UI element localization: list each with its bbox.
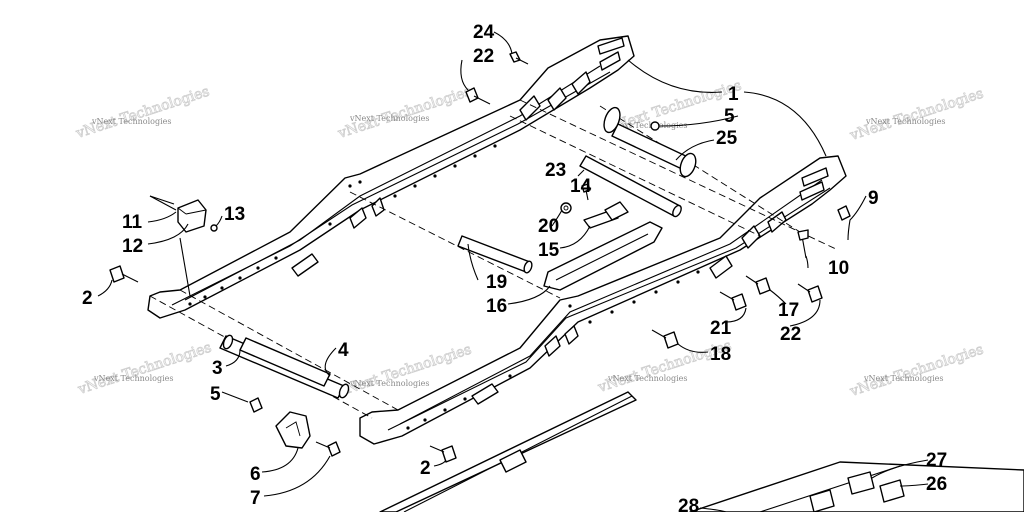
watermark-6: vNext Technologies [349,379,429,388]
bolt-7 [315,441,341,457]
callout-19: 19 [486,272,507,293]
svg-text:vNext Technologies: vNext Technologies [847,342,985,401]
callout-11: 11 [122,212,143,233]
callout-23: 23 [545,160,566,181]
bolt-21 [719,291,747,311]
cover-part [275,411,311,449]
watermark-8: vNext Technologies [863,374,943,383]
bolt-24 [509,51,529,65]
callouts: 1 2 2 3 4 5 5 6 7 9 10 11 12 13 14 15 16… [82,22,947,512]
callout-7: 7 [250,488,261,509]
callout-17: 17 [778,300,799,321]
bolt-11 [149,195,175,205]
callout-5-bottom: 5 [210,384,221,405]
callout-27: 27 [926,450,947,471]
slide-bracket [543,201,663,291]
callout-22-top: 22 [473,46,494,67]
callout-2-bottom: 2 [420,458,431,479]
watermark-2: vNext Technologies [349,114,429,123]
bumper-block [149,195,218,233]
nut-5-top [650,121,660,131]
callout-24: 24 [473,22,495,43]
callout-28: 28 [678,496,699,512]
bolt-17 [745,275,771,295]
svg-text:vNext Technologies: vNext Technologies [73,84,211,143]
callout-15: 15 [538,240,560,261]
svg-text:vNext Technologies: vNext Technologies [75,340,213,399]
left-rail-holes [188,144,497,306]
callout-26: 26 [926,474,947,495]
callout-18: 18 [710,344,731,365]
callout-21: 21 [710,318,732,339]
watermark-5: vNext Technologies [93,374,173,383]
callout-13: 13 [224,204,245,225]
callout-22-right: 22 [780,324,801,345]
callout-4: 4 [338,340,349,361]
callout-6: 6 [250,464,261,485]
callout-12: 12 [122,236,143,257]
bolt-22-right [797,283,823,303]
watermark-1: vNext Technologies [91,117,171,126]
bolt-18 [651,329,679,349]
nut-20 [560,202,572,214]
callout-3: 3 [212,358,223,379]
leader-lines [97,31,929,512]
callout-9: 9 [868,188,879,209]
callout-1: 1 [728,84,739,105]
cross-shafts [149,99,839,419]
right-rail [359,155,847,445]
bolt-10 [797,229,809,259]
left-rail [147,35,635,319]
svg-text:vNext Technologies: vNext Technologies [847,86,985,145]
bolt-22-top [465,87,491,105]
screw-14 [581,183,591,201]
fasteners [109,51,851,463]
bolt-2-left [109,265,139,283]
watermark-3: vNext Technologies [607,121,687,130]
watermark-4: vNext Technologies [865,117,945,126]
callout-20: 20 [538,216,559,237]
nut-5-bottom [249,397,263,413]
callout-2-left: 2 [82,288,93,309]
right-rail-holes [406,270,700,430]
callout-14: 14 [570,176,592,197]
shock-absorber [219,334,350,399]
callout-25: 25 [716,128,738,149]
slide-strip [379,391,637,512]
nut-9 [837,205,851,221]
bolt-2-bottom [429,445,457,463]
callout-16: 16 [486,296,507,317]
callout-5-top: 5 [724,106,735,127]
watermark-7: vNext Technologies [607,374,687,383]
callout-10: 10 [828,258,849,279]
track-segment [689,461,1024,512]
